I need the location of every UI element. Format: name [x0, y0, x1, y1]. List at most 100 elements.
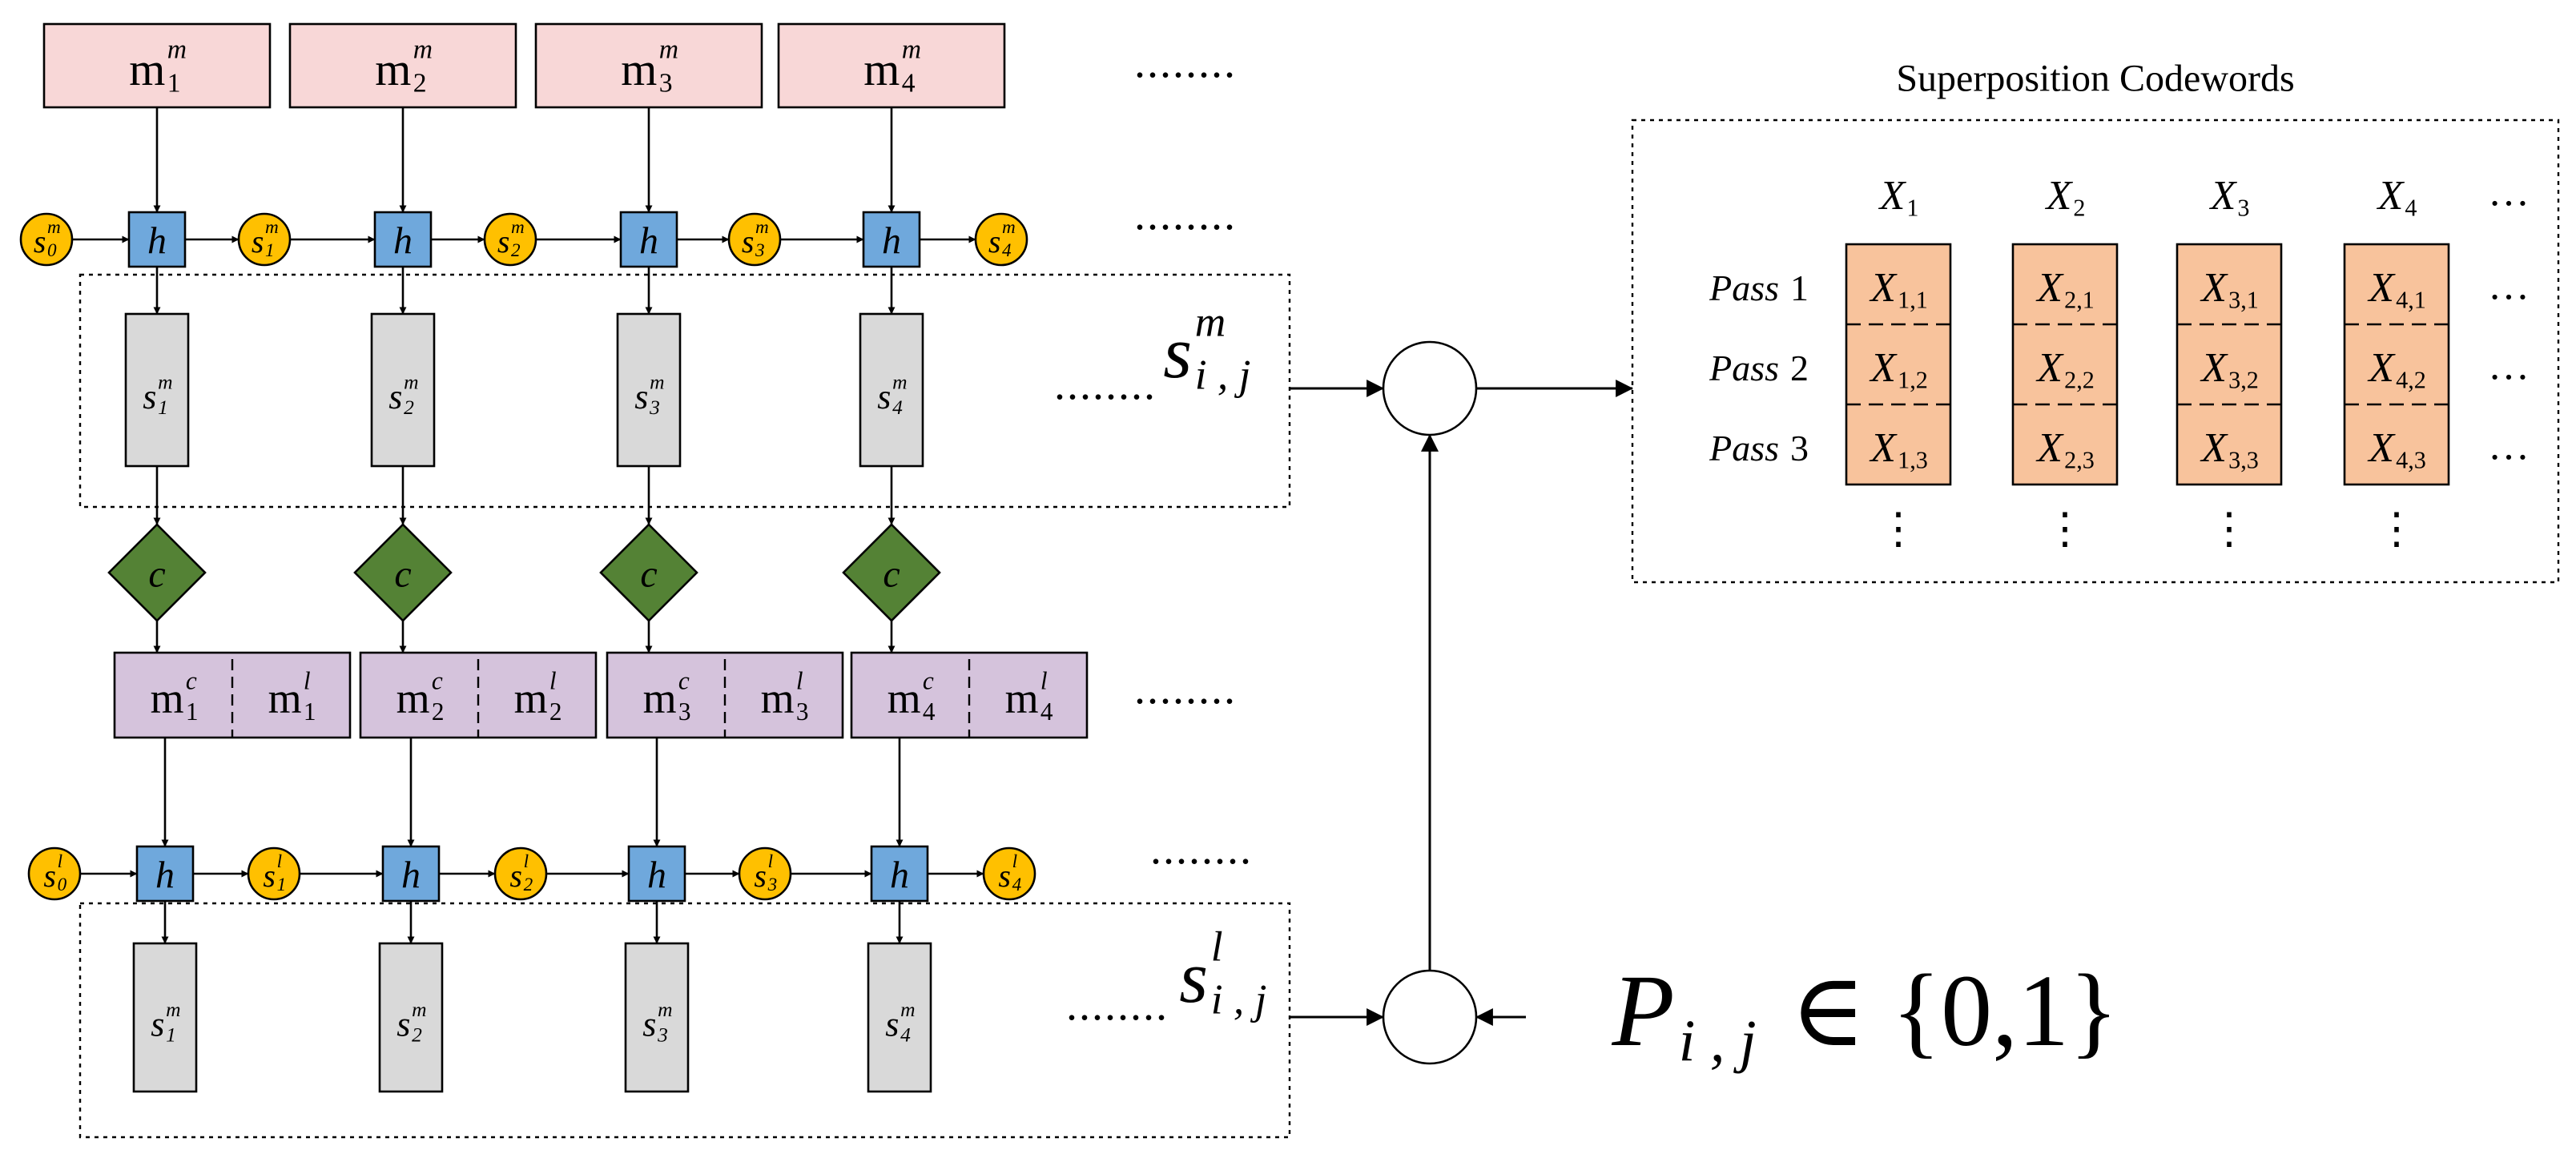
row-ellipsis: …	[2488, 344, 2530, 389]
codewords-frame	[1631, 119, 2560, 584]
vertical-ellipsis: ⋮	[2208, 505, 2251, 553]
group-frame-top	[78, 273, 1291, 509]
codeword-cell-label: X2,3	[2035, 425, 2095, 474]
hash-box-bottom	[870, 845, 929, 903]
state-circle-top	[237, 212, 292, 267]
hash-label: h	[882, 220, 901, 263]
combine-label: c	[640, 553, 657, 596]
ellipsis-hash-row-bottom: ........	[1150, 824, 1253, 874]
codeword-cell-label: X2,2	[2035, 345, 2095, 394]
state-circle-bottom	[27, 846, 82, 901]
row-ellipsis: …	[2488, 263, 2530, 309]
hash-label: h	[147, 220, 167, 263]
codeword-cell-label: X3,2	[2200, 345, 2259, 394]
hash-label: h	[393, 220, 413, 263]
hash-label-bottom: h	[155, 854, 175, 897]
hash-label-bottom: h	[647, 854, 666, 897]
codeword-cell-label: X1,3	[1869, 425, 1928, 474]
codeword-cell-label: X1,2	[1869, 345, 1928, 394]
message-block	[42, 22, 272, 109]
message-block	[534, 22, 763, 109]
connector-lines	[72, 107, 1634, 1051]
combine-diamond	[107, 523, 207, 622]
state-circle-bottom	[493, 846, 548, 901]
state-box-bottom	[867, 942, 932, 1093]
combine-diamond	[599, 523, 698, 622]
hash-box-bottom	[381, 845, 441, 903]
ellipsis-top-row: ........	[1134, 38, 1237, 87]
column-ellipsis: …	[2488, 170, 2530, 215]
ellipsis-layer-row: ........	[1134, 664, 1237, 714]
vertical-ellipsis: ⋮	[1877, 505, 1920, 553]
hash-box-bottom	[135, 845, 195, 903]
state-circle-top	[727, 212, 782, 267]
message-block	[777, 22, 1006, 109]
vertical-ellipsis: ⋮	[2375, 505, 2418, 553]
vertical-ellipsis: ⋮	[2043, 505, 2087, 553]
codeword-cell-label: X3,3	[2200, 425, 2259, 474]
codeword-column-box	[1845, 243, 1952, 486]
ellipsis-state-box-row-bottom: ........	[1066, 980, 1169, 1030]
codeword-cell-label: X2,1	[2035, 265, 2095, 314]
combine-diamond	[842, 523, 941, 622]
group-frame-bottom	[78, 902, 1291, 1139]
ellipsis-state-box-row: ........	[1054, 360, 1157, 409]
state-circle-bottom	[982, 846, 1036, 901]
message-block	[288, 22, 517, 109]
combine-label: c	[148, 553, 165, 596]
codeword-cell-label: X4,2	[2367, 345, 2426, 394]
codeword-column-label: X4	[2377, 173, 2417, 222]
state-box-top	[859, 312, 924, 468]
hash-box-bottom	[627, 845, 686, 903]
hash-label-bottom: h	[890, 854, 909, 897]
hash-box	[127, 211, 187, 268]
hash-label: h	[639, 220, 658, 263]
state-circle-top	[483, 212, 537, 267]
codeword-cell-label: X4,3	[2367, 425, 2426, 474]
codeword-cell-label: X4,1	[2367, 265, 2426, 314]
multiply-cross-circle-icon	[1382, 969, 1478, 1065]
codeword-column-box	[2343, 243, 2450, 486]
state-circle-bottom	[247, 846, 301, 901]
ellipsis-hash-row: ........	[1134, 190, 1237, 239]
hash-box	[373, 211, 433, 268]
hash-box	[619, 211, 678, 268]
state-circle-top	[19, 212, 74, 267]
state-box-top	[616, 312, 682, 468]
state-box-bottom	[624, 942, 690, 1093]
combine-label: c	[883, 553, 900, 596]
codeword-column-label: X2	[2045, 173, 2086, 222]
shapes	[19, 22, 2560, 1139]
xor-plus-circle-icon	[1382, 340, 1478, 436]
